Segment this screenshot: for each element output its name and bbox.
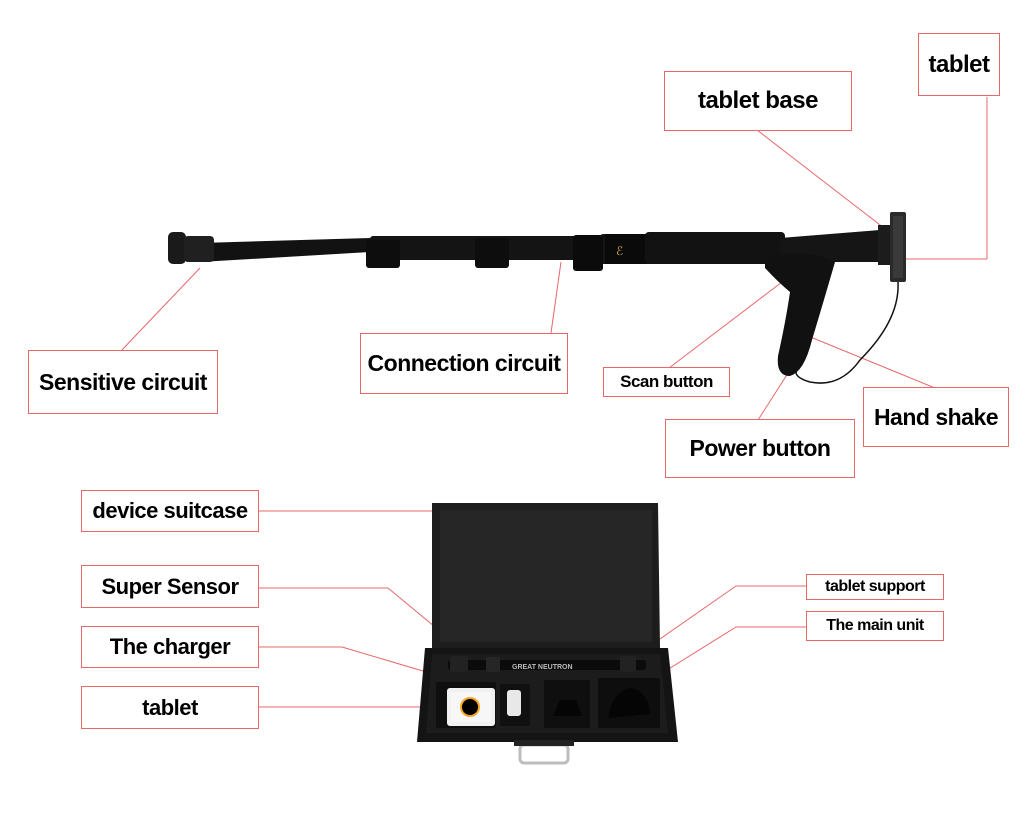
label-connection-circuit: Connection circuit: [360, 333, 568, 394]
tablet-base-mount: [878, 225, 892, 265]
pole-collar-2: [475, 238, 509, 268]
device-cable: [795, 281, 899, 384]
label-power-button: Power button: [665, 419, 855, 478]
sensitive-circuit-head: [168, 232, 186, 264]
sensitive-circuit-grip: [184, 236, 214, 262]
label-hand-shake: Hand shake: [863, 387, 1009, 447]
tablet-screen-glow: [460, 697, 480, 717]
label-the-charger: The charger: [81, 626, 259, 668]
main-body: [645, 232, 785, 264]
label-scan-button: Scan button: [603, 367, 730, 397]
leader-line-sensitive-circuit: [119, 267, 201, 353]
label-tablet-base: tablet base: [664, 71, 852, 131]
tablet-support: [553, 700, 582, 716]
leader-line-scan-button: [668, 275, 791, 369]
suitcase-handle: [518, 743, 570, 765]
pole-collar-1: [366, 240, 400, 268]
rod-text: GREAT NEUTRON: [512, 664, 573, 671]
detector-device: ℰ: [168, 212, 906, 384]
label-the-main-unit: The main unit: [806, 611, 944, 641]
hand-shake-handle: [765, 253, 835, 376]
label-tablet: tablet: [918, 33, 1000, 96]
leader-line-tablet-base: [756, 129, 885, 229]
connection-circuit-collar: [573, 235, 603, 271]
charger: [507, 690, 521, 716]
suitcase: GREAT NEUTRON: [417, 503, 678, 765]
detector-pole: [200, 238, 370, 262]
leader-line-power-button: [757, 369, 791, 421]
label-device-suitcase: device suitcase: [81, 490, 259, 532]
label-sensitive-circuit: Sensitive circuit: [28, 350, 218, 414]
leader-line-connection-circuit: [550, 261, 562, 334]
label-tablet-support: tablet support: [806, 574, 944, 600]
main-unit-in-case: [608, 688, 650, 718]
label-tablet-case: tablet: [81, 686, 259, 729]
label-super-sensor: Super Sensor: [81, 565, 259, 608]
logo-mark: ℰ: [616, 244, 623, 258]
logo-band: [605, 234, 647, 264]
